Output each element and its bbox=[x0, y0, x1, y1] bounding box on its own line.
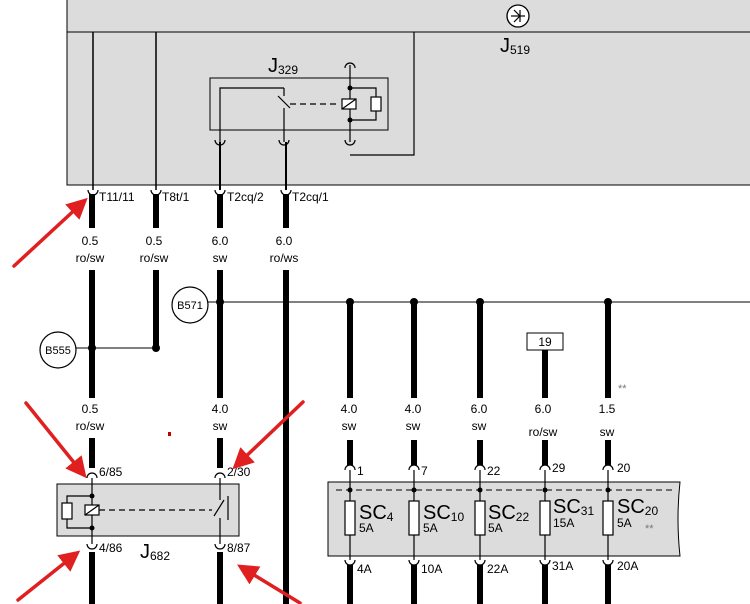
j682-pin-2-30: 2/30 bbox=[227, 465, 251, 479]
svg-text:10A: 10A bbox=[421, 562, 442, 576]
connector-t2cq-2: T2cq/2 bbox=[227, 190, 264, 204]
svg-text:4.0: 4.0 bbox=[341, 402, 358, 416]
svg-text:ro/sw: ro/sw bbox=[140, 251, 169, 265]
svg-text:6.0: 6.0 bbox=[535, 402, 552, 416]
j519-label: J519 bbox=[500, 35, 530, 57]
svg-text:4.0: 4.0 bbox=[212, 402, 229, 416]
bus-nodes bbox=[216, 298, 612, 306]
fuse-sc10: 7 SC10 5A 10A bbox=[408, 464, 464, 576]
svg-text:1: 1 bbox=[357, 464, 364, 478]
red-arrow-icon bbox=[16, 550, 81, 602]
lower-wire-labels: 0.5 ro/sw 4.0 sw bbox=[76, 402, 229, 433]
svg-text:5A: 5A bbox=[359, 521, 374, 535]
ref-box-19-label: 19 bbox=[538, 335, 552, 349]
svg-text:1.5: 1.5 bbox=[599, 402, 616, 416]
svg-text:sw: sw bbox=[342, 419, 357, 433]
svg-text:6.0: 6.0 bbox=[212, 234, 229, 248]
b555-label: B555 bbox=[45, 345, 71, 357]
svg-text:6.0: 6.0 bbox=[471, 402, 488, 416]
svg-text:SC10: SC10 bbox=[423, 502, 464, 524]
j682-pin-markers bbox=[86, 472, 226, 550]
red-arrow-icon bbox=[24, 401, 87, 479]
j329-label: J329 bbox=[268, 55, 298, 77]
j329-node-b bbox=[347, 117, 353, 123]
right-wire-labels: 4.0 sw 4.0 sw 6.0 sw 6.0 ro/sw 1.5 sw bbox=[341, 402, 616, 439]
connector-t2cq-1: T2cq/1 bbox=[292, 190, 329, 204]
control-module-panel bbox=[66, 0, 750, 186]
main-wires bbox=[89, 194, 611, 604]
svg-text:22: 22 bbox=[487, 464, 501, 478]
svg-text:sw: sw bbox=[472, 419, 487, 433]
j329-relay-box bbox=[209, 77, 389, 131]
ref-box-19 bbox=[526, 332, 564, 351]
svg-text:20A: 20A bbox=[617, 559, 638, 573]
stray-mark bbox=[168, 432, 171, 436]
wire-note-stars: ** bbox=[618, 383, 627, 395]
svg-text:0.5: 0.5 bbox=[146, 234, 163, 248]
red-arrow-icon bbox=[237, 564, 302, 604]
svg-text:15A: 15A bbox=[553, 516, 574, 530]
svg-text:4A: 4A bbox=[357, 562, 372, 576]
svg-text:5A: 5A bbox=[488, 521, 503, 535]
svg-text:sw: sw bbox=[600, 425, 615, 439]
svg-text:22A: 22A bbox=[487, 562, 508, 576]
b571-circle bbox=[171, 286, 209, 324]
fuse-note-stars: ** bbox=[645, 523, 654, 535]
j329-node-a bbox=[347, 85, 353, 91]
upper-wire-labels: 0.5 ro/sw 0.5 ro/sw 6.0 sw 6.0 ro/ws bbox=[76, 234, 299, 265]
svg-text:7: 7 bbox=[421, 464, 428, 478]
connector-t11-11: T11/11 bbox=[99, 190, 135, 204]
red-arrow-icon bbox=[12, 197, 88, 268]
b555-circle bbox=[39, 331, 77, 369]
svg-text:31A: 31A bbox=[552, 559, 573, 573]
fuse-sc31: 29 SC31 15A 31A bbox=[539, 461, 594, 573]
red-arrows bbox=[12, 197, 305, 604]
svg-text:0.5: 0.5 bbox=[82, 402, 99, 416]
fuse-sc4: 1 SC4 5A 4A bbox=[344, 464, 394, 576]
svg-text:0.5: 0.5 bbox=[82, 234, 99, 248]
svg-text:sw: sw bbox=[213, 419, 228, 433]
svg-text:ro/sw: ro/sw bbox=[529, 425, 558, 439]
svg-text:SC22: SC22 bbox=[488, 502, 529, 524]
svg-text:5A: 5A bbox=[617, 516, 632, 530]
j329-internal-wiring bbox=[219, 32, 415, 156]
svg-text:ro/sw: ro/sw bbox=[76, 251, 105, 265]
j682-node-a bbox=[89, 493, 95, 499]
j682-internal-wiring bbox=[61, 478, 229, 544]
red-arrow-icon bbox=[232, 400, 305, 470]
svg-text:SC31: SC31 bbox=[553, 496, 594, 518]
j682-label: J682 bbox=[140, 541, 170, 563]
connector-t8t-1: T8t/1 bbox=[162, 190, 190, 204]
b555-node-b bbox=[152, 344, 160, 352]
b571-label: B571 bbox=[177, 300, 203, 312]
j682-node-b bbox=[89, 525, 95, 531]
svg-text:29: 29 bbox=[552, 461, 566, 475]
svg-text:5A: 5A bbox=[423, 521, 438, 535]
svg-text:20: 20 bbox=[617, 461, 631, 475]
svg-text:ro/sw: ro/sw bbox=[76, 419, 105, 433]
svg-text:4.0: 4.0 bbox=[405, 402, 422, 416]
j329-pin-markers bbox=[214, 62, 356, 146]
j519-symbol bbox=[506, 4, 530, 28]
fuse-sc20: 20 SC20 5A 20A bbox=[602, 461, 658, 573]
b555-node-a bbox=[88, 344, 96, 352]
j682-pin-4-86: 4/86 bbox=[99, 541, 123, 555]
j682-pin-8-87: 8/87 bbox=[227, 541, 251, 555]
svg-text:sw: sw bbox=[213, 251, 228, 265]
fuse-sc22: 22 SC22 5A 22A bbox=[474, 464, 529, 576]
svg-text:SC4: SC4 bbox=[359, 502, 394, 524]
svg-text:SC20: SC20 bbox=[617, 496, 658, 518]
svg-text:sw: sw bbox=[406, 419, 421, 433]
svg-text:6.0: 6.0 bbox=[276, 234, 293, 248]
svg-text:ro/ws: ro/ws bbox=[270, 251, 299, 265]
j682-pin-6-85: 6/85 bbox=[99, 465, 123, 479]
